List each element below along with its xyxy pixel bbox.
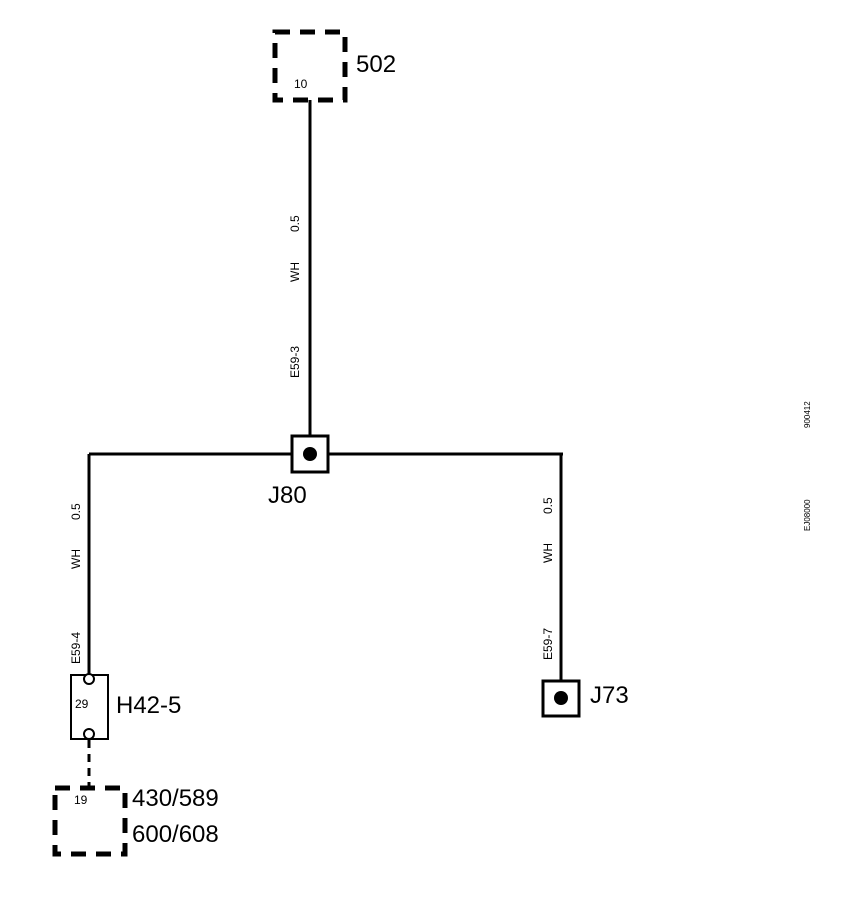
connector-502-box (272, 29, 348, 103)
wire-top-labels: 0.5 WH E59-3 (288, 215, 302, 378)
splice-j73: J73 (541, 679, 629, 718)
connector-h42-5-pin-bottom (83, 728, 95, 740)
wire-top-color: WH (288, 262, 302, 282)
connector-h42-5-pin: 29 (75, 697, 89, 711)
connector-430-589-label-2: 600/608 (132, 821, 219, 848)
connector-502-pin: 10 (294, 77, 308, 91)
connector-h42-5-pin-top (83, 673, 95, 685)
splice-j80: J80 (268, 434, 330, 509)
wire-left-size: 0.5 (69, 503, 83, 520)
connector-430-589-pin: 19 (74, 793, 88, 807)
connector-h42-5: 29 H42-5 (70, 673, 181, 740)
wire-right-size: 0.5 (541, 497, 555, 514)
wire-right-color: WH (541, 543, 555, 563)
connector-430-589: 19 430/589 600/608 (52, 785, 219, 857)
margin-code-1: 900412 (803, 401, 812, 428)
connector-502: 10 502 (272, 29, 396, 103)
wire-left-color: WH (69, 549, 83, 569)
wire-top-id: E59-3 (288, 346, 302, 378)
wire-left-id: E59-4 (69, 632, 83, 664)
connector-h42-5-label: H42-5 (116, 692, 181, 719)
splice-j73-dot (554, 691, 568, 705)
wire-right-labels: 0.5 WH E59-7 (541, 497, 555, 660)
splice-j80-dot (303, 447, 317, 461)
connector-430-589-label-1: 430/589 (132, 785, 219, 812)
connector-430-589-box (52, 785, 128, 857)
wire-left-labels: 0.5 WH E59-4 (69, 503, 83, 664)
splice-j80-box (290, 434, 330, 474)
wire-right-id: E59-7 (541, 628, 555, 660)
margin-code-2: EJ08000 (803, 499, 812, 531)
wire-top-size: 0.5 (288, 215, 302, 232)
splice-j80-label: J80 (268, 482, 307, 509)
connector-502-label: 502 (356, 51, 396, 78)
splice-j73-label: J73 (590, 682, 629, 709)
